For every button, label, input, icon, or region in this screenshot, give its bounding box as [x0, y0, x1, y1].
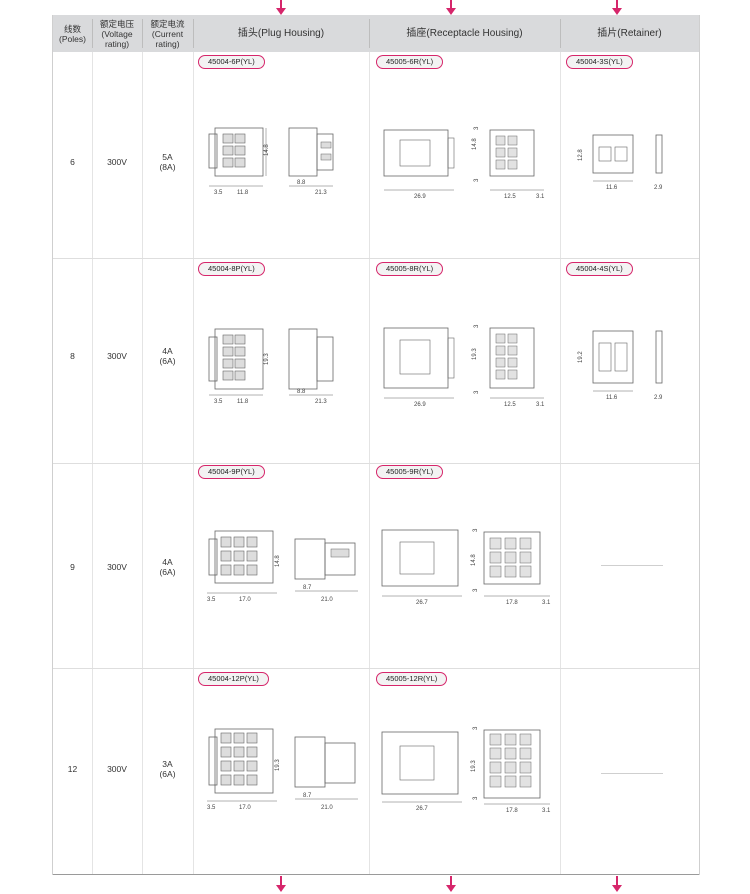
plug-dim-depth: 8.7	[303, 793, 312, 799]
receptacle-part-number: 45005-8R(YL)	[376, 262, 444, 276]
receptacle-dim-top: 3	[474, 126, 480, 130]
retainer-drawing: 12.8 11.6 2.9	[578, 134, 663, 191]
receptacle-dim-length: 26.9	[414, 402, 426, 408]
current-value: 3A (6A)	[159, 759, 176, 779]
voltage-value: 300V	[107, 351, 127, 361]
plug-part-number: 45004-8P(YL)	[198, 262, 265, 276]
current-value: 4A (6A)	[159, 346, 176, 366]
poles-value: 6	[70, 157, 75, 167]
receptacle-dim-width: 17.8	[506, 808, 518, 814]
retainer-dim-thickness: 2.9	[654, 395, 663, 401]
poles-value: 12	[67, 764, 78, 774]
plug-housing-drawing: 19.3 3.5 11.8 8.8 21.3	[208, 328, 334, 405]
receptacle-dim-flange: 3.1	[542, 600, 551, 606]
plug-dim-pitch: 11.8	[237, 190, 249, 196]
retainer-dim-width: 11.6	[606, 185, 618, 191]
plug-housing-drawing: 14.8 3.5 17.0 8.7 21.0	[207, 530, 358, 603]
connector-spec-table: 线数 (Poles) 额定电压 (Voltage rating) 额定电流 (C…	[52, 15, 700, 875]
header-voltage: 额定电压 (Voltage rating)	[99, 18, 134, 49]
receptacle-dim-bottom: 3	[473, 588, 479, 592]
poles-value: 9	[70, 562, 75, 572]
retainer-not-applicable	[601, 773, 663, 774]
bottom-arrow-plug	[276, 876, 286, 892]
plug-dim-depth: 8.8	[297, 389, 306, 395]
plug-dim-length: 21.3	[315, 399, 327, 405]
retainer-part-number: 45004-4S(YL)	[566, 262, 633, 276]
current-value: 5A (8A)	[159, 152, 176, 172]
plug-part-number: 45004-12P(YL)	[198, 672, 269, 686]
plug-dim-height: 14.8	[264, 144, 270, 156]
receptacle-dim-height: 14.8	[471, 554, 477, 566]
retainer-dim-height: 12.8	[578, 149, 584, 161]
receptacle-dim-width: 12.5	[504, 194, 516, 200]
receptacle-dim-height: 19.3	[472, 348, 478, 360]
receptacle-housing-drawing: 26.9 19.3 3 3 12.5 3.1	[383, 324, 545, 408]
receptacle-part-number: 45005-12R(YL)	[376, 672, 448, 686]
plug-dim-offset: 3.5	[207, 597, 216, 603]
top-arrow-plug	[276, 0, 286, 15]
plug-dim-pitch: 11.8	[237, 399, 249, 405]
receptacle-dim-flange: 3.1	[542, 808, 551, 814]
retainer-not-applicable	[601, 565, 663, 566]
receptacle-dim-top: 3	[474, 324, 480, 328]
plug-dim-depth: 8.7	[303, 585, 312, 591]
plug-dim-offset: 3.5	[207, 805, 216, 811]
plug-part-number: 45004-6P(YL)	[198, 55, 265, 69]
receptacle-dim-height: 14.8	[472, 138, 478, 150]
voltage-value: 300V	[107, 562, 127, 572]
header-receptacle-housing: 插座(Receptacle Housing)	[406, 27, 523, 39]
bottom-arrow-retainer	[612, 876, 622, 892]
retainer-part-number: 45004-3S(YL)	[566, 55, 633, 69]
header-plug-housing: 插头(Plug Housing)	[237, 27, 325, 39]
top-arrow-receptacle	[446, 0, 456, 15]
receptacle-dim-top: 3	[473, 528, 479, 532]
plug-dim-pitch: 17.0	[239, 805, 251, 811]
receptacle-dim-length: 26.9	[414, 194, 426, 200]
plug-dim-height: 19.3	[275, 759, 281, 771]
poles-value: 8	[70, 351, 75, 361]
plug-dim-depth: 8.8	[297, 180, 306, 186]
receptacle-dim-length: 26.7	[416, 806, 428, 812]
receptacle-dim-length: 26.7	[416, 600, 428, 606]
retainer-dim-width: 11.6	[606, 395, 618, 401]
plug-dim-length: 21.3	[315, 190, 327, 196]
header-current: 额定电流 (Current rating)	[150, 18, 185, 49]
plug-dim-height: 14.8	[275, 555, 281, 567]
plug-part-number: 45004-9P(YL)	[198, 465, 265, 479]
bottom-arrow-receptacle	[446, 876, 456, 892]
table-bottom-border	[53, 874, 699, 875]
receptacle-dim-bottom: 3	[473, 796, 479, 800]
receptacle-dim-bottom: 3	[474, 390, 480, 394]
voltage-value: 300V	[107, 157, 127, 167]
plug-dim-length: 21.0	[321, 597, 333, 603]
voltage-value: 300V	[107, 764, 127, 774]
receptacle-dim-top: 3	[473, 726, 479, 730]
plug-dim-height: 19.3	[264, 353, 270, 365]
retainer-drawing: 19.2 11.6 2.9	[578, 330, 663, 401]
plug-dim-offset: 3.5	[214, 190, 223, 196]
receptacle-housing-drawing: 26.7 19.3 3 3 17.8 3.1	[381, 726, 551, 814]
retainer-dim-height: 19.2	[578, 351, 584, 363]
current-value: 4A (6A)	[159, 557, 176, 577]
receptacle-part-number: 45005-6R(YL)	[376, 55, 444, 69]
plug-dim-offset: 3.5	[214, 399, 223, 405]
plug-dim-length: 21.0	[321, 805, 333, 811]
receptacle-dim-flange: 3.1	[536, 194, 545, 200]
retainer-dim-thickness: 2.9	[654, 185, 663, 191]
header-retainer: 插片(Retainer)	[597, 27, 662, 39]
top-arrow-retainer	[612, 0, 622, 15]
receptacle-housing-drawing: 26.7 14.8 3 3 17.8 3.1	[381, 528, 551, 606]
receptacle-dim-bottom: 3	[474, 178, 480, 182]
receptacle-dim-flange: 3.1	[536, 402, 545, 408]
receptacle-dim-height: 19.3	[471, 760, 477, 772]
receptacle-dim-width: 12.5	[504, 402, 516, 408]
receptacle-part-number: 45005-9R(YL)	[376, 465, 444, 479]
plug-housing-drawing: 19.3 3.5 17.0 8.7 21.0	[207, 728, 358, 811]
receptacle-housing-drawing: 26.9 14.8 3 3 12.5 3.1	[383, 126, 545, 200]
table-header	[53, 15, 699, 52]
header-poles: 线数 (Poles)	[59, 23, 86, 44]
receptacle-dim-width: 17.8	[506, 600, 518, 606]
plug-dim-pitch: 17.0	[239, 597, 251, 603]
plug-housing-drawing: 14.8 3.5 11.8 8.8 21.3	[208, 127, 334, 196]
